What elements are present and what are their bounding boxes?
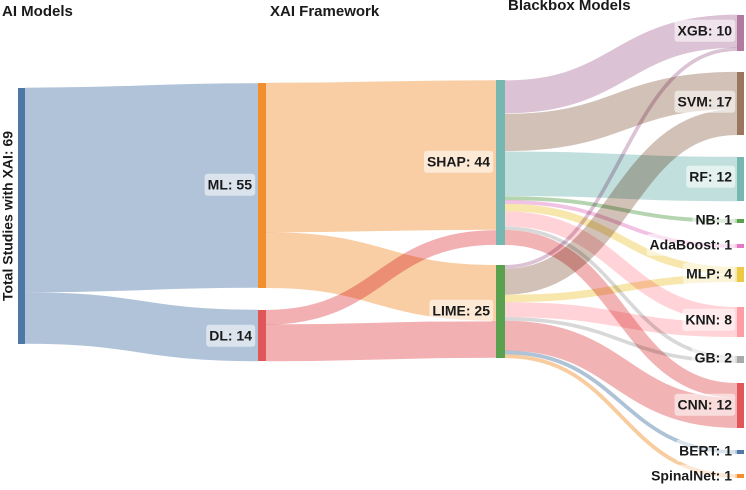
label-background [204, 173, 256, 196]
node-label-knn: KNN: 8 [682, 308, 736, 331]
label-background [674, 19, 736, 42]
node-bar-bert [737, 450, 744, 454]
column-title-ai-models: AI Models [2, 3, 73, 20]
node-bar-dl [258, 310, 266, 361]
node-label-svm: SVM: 17 [674, 90, 736, 113]
node-bar-xgb [737, 15, 744, 51]
node-label-text-lime: LIME: 25 [432, 303, 490, 319]
node-bar-lime [496, 265, 505, 358]
node-label-gb: GB: 2 [691, 346, 736, 369]
node-label-total: Total Studies with XAI: 69 [0, 131, 16, 301]
label-background [646, 233, 736, 256]
column-title-blackbox-models: Blackbox Models [508, 0, 631, 14]
node-bar-gb [737, 356, 744, 363]
node-label-spinal: SpinalNet: 1 [648, 464, 736, 487]
node-bar-svm [737, 72, 744, 135]
label-background [686, 165, 736, 188]
node-label-cnn: CNN: 12 [674, 393, 736, 416]
node-label-text-bert: BERT: 1 [679, 443, 732, 459]
node-label-ada: AdaBoost: 1 [646, 233, 736, 256]
node-label-text-spinal: SpinalNet: 1 [651, 468, 732, 484]
node-bar-mlp [737, 267, 744, 282]
node-label-text-ada: AdaBoost: 1 [650, 237, 733, 253]
node-label-text-dl: DL: 14 [209, 328, 252, 344]
node-label-text-total: Total Studies with XAI: 69 [0, 131, 16, 301]
sankey-nodes [18, 15, 744, 478]
node-bar-knn [737, 307, 744, 337]
label-background [676, 439, 736, 462]
node-label-lime: LIME: 25 [429, 299, 494, 322]
label-background [423, 150, 494, 173]
column-title-xai-framework: XAI Framework [270, 3, 380, 20]
flow-lime-to-xgb [504, 47, 738, 269]
node-bar-shap [496, 80, 505, 245]
label-background [691, 346, 736, 369]
label-background [206, 324, 256, 347]
node-bar-spinal [737, 474, 744, 478]
node-label-rf: RF: 12 [686, 165, 736, 188]
node-bar-ada [737, 244, 744, 248]
label-background [674, 393, 736, 416]
node-label-xgb: XGB: 10 [674, 19, 736, 42]
node-bar-total [18, 88, 25, 344]
label-background [692, 208, 736, 231]
node-bar-cnn [737, 383, 744, 428]
node-bar-ml [258, 83, 266, 288]
sankey-links [24, 14, 738, 478]
node-label-mlp: MLP: 4 [683, 262, 736, 285]
label-background [682, 308, 736, 331]
flow-dl-to-lime [265, 320, 497, 362]
node-label-ml: ML: 55 [204, 173, 256, 196]
node-label-dl: DL: 14 [206, 324, 256, 347]
flow-dl-to-shap [265, 230, 497, 325]
node-label-bert: BERT: 1 [676, 439, 736, 462]
node-label-shap: SHAP: 44 [423, 150, 494, 173]
node-label-text-cnn: CNN: 12 [678, 397, 733, 413]
label-background [429, 299, 494, 322]
node-label-text-ml: ML: 55 [208, 177, 253, 193]
label-background [674, 90, 736, 113]
node-label-text-gb: GB: 2 [695, 350, 733, 366]
node-bar-rf [737, 157, 744, 201]
node-label-text-shap: SHAP: 44 [427, 154, 490, 170]
sankey-labels: Total Studies with XAI: 69 ML: 55 DL: 14 SH… [0, 19, 736, 487]
label-background [683, 262, 736, 285]
flow-lime-to-svm [504, 109, 738, 295]
node-label-text-xgb: XGB: 10 [678, 23, 733, 39]
node-bar-nb [737, 219, 744, 223]
label-background [648, 464, 736, 487]
node-label-text-knn: KNN: 8 [685, 312, 732, 328]
node-label-text-svm: SVM: 17 [678, 94, 733, 110]
node-label-text-rf: RF: 12 [689, 169, 732, 185]
node-label-text-nb: NB: 1 [695, 212, 732, 228]
node-label-nb: NB: 1 [692, 208, 736, 231]
node-label-text-mlp: MLP: 4 [686, 266, 732, 282]
